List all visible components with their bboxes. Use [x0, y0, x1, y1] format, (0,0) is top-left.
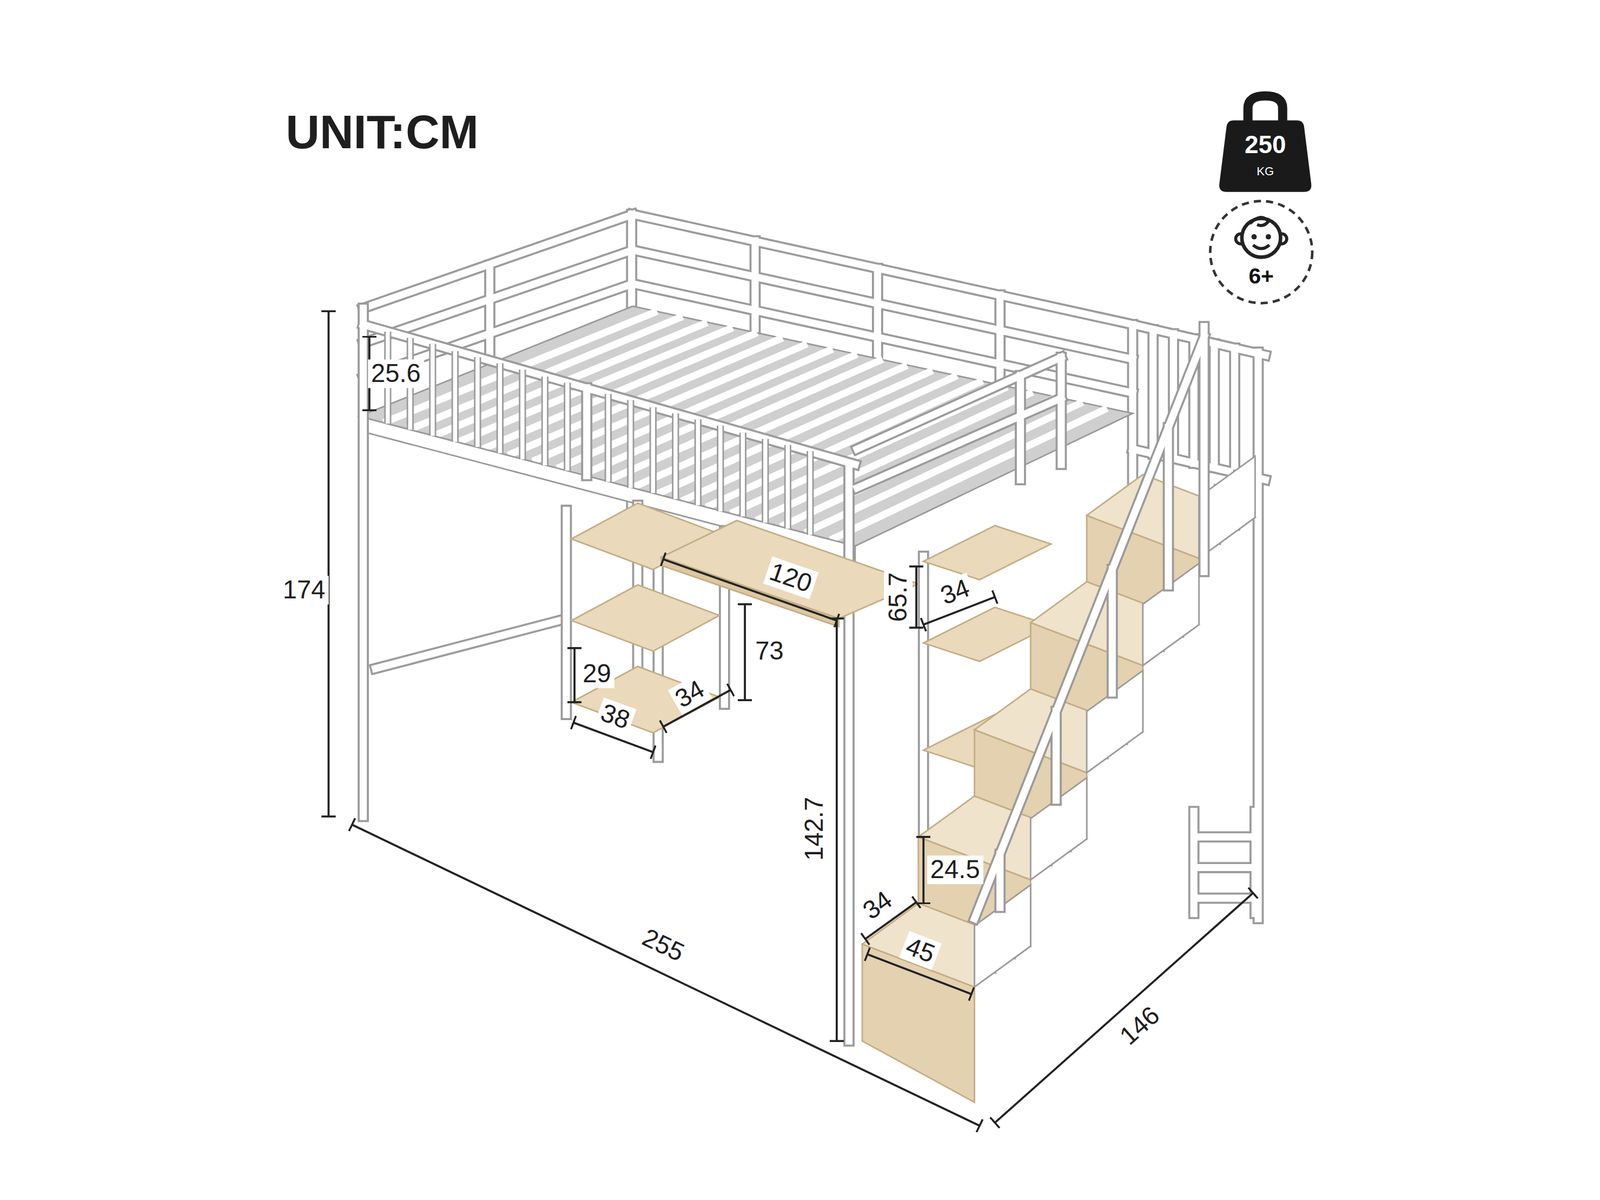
- dimension-label: 146: [1112, 999, 1168, 1053]
- dimension-label: 65.7: [883, 569, 912, 625]
- dimension-label: 34: [855, 883, 900, 927]
- dimension-label: 29: [579, 659, 615, 688]
- dimension-label: 34: [934, 572, 977, 612]
- dimension-label: 255: [635, 921, 692, 969]
- weight-limit-icon: 250KG: [1217, 89, 1314, 194]
- dimension-label: 24.5: [927, 855, 983, 884]
- age-badge-outline: [1207, 197, 1316, 307]
- unit-heading: UNIT:CM: [285, 108, 479, 156]
- front-frame: [363, 308, 1238, 1041]
- stair-railing: [974, 326, 1256, 988]
- badge-value: 6+: [1207, 265, 1316, 288]
- back-frame: [363, 214, 1266, 919]
- badge-unit: KG: [1217, 165, 1314, 178]
- dimension-label: 73: [752, 637, 788, 666]
- dimension-label: 174: [279, 575, 329, 604]
- age-badge: 6+: [1207, 197, 1316, 307]
- badge-value: 250: [1217, 132, 1314, 158]
- dimension-label: 142.7: [800, 793, 829, 864]
- dimension-label: 25.6: [367, 359, 424, 388]
- dimension-lines: [328, 311, 1253, 1126]
